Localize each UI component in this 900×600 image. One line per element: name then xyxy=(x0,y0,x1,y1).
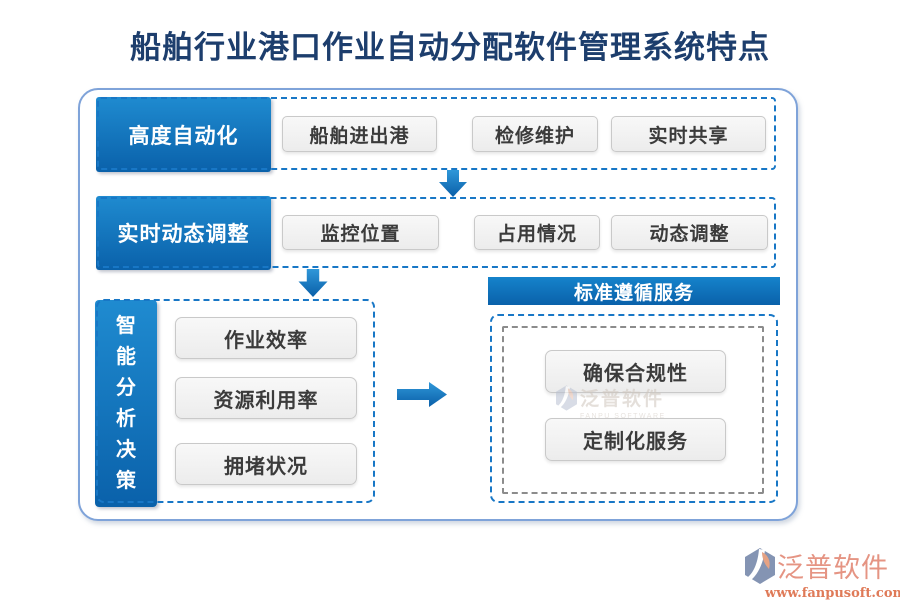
node-ship-in-out-port: 船舶进出港 xyxy=(282,116,437,152)
brand-url: www.fanpusoft.com xyxy=(765,586,900,600)
node-maintenance: 检修维护 xyxy=(472,116,598,152)
page-title: 船舶行业港口作业自动分配软件管理系统特点 xyxy=(130,30,770,66)
arrow-right-icon xyxy=(397,382,447,407)
fanpu-logo-icon xyxy=(745,547,775,584)
service-header-bar: 标准遵循服务 xyxy=(488,277,780,305)
node-congestion-status: 拥堵状况 xyxy=(175,443,357,485)
node-occupancy-status: 占用情况 xyxy=(474,215,600,250)
node-realtime-share: 实时共享 xyxy=(611,116,766,152)
analysis-label-box: 智能分析决策 xyxy=(95,300,157,507)
node-operation-efficiency: 作业效率 xyxy=(175,317,357,359)
row1-label-box: 高度自动化 xyxy=(96,97,271,172)
arrow-down-icon xyxy=(439,170,467,197)
arrow-down-icon xyxy=(298,269,328,297)
row2-label-box: 实时动态调整 xyxy=(96,196,271,270)
node-dynamic-adjust: 动态调整 xyxy=(611,215,768,250)
node-monitor-position: 监控位置 xyxy=(282,215,439,250)
node-customized-service: 定制化服务 xyxy=(545,418,726,461)
brand-block: 泛普软件 www.fanpusoft.com xyxy=(745,546,900,600)
brand-name: 泛普软件 xyxy=(777,553,889,584)
node-resource-utilization: 资源利用率 xyxy=(175,377,357,419)
analysis-label: 智能分析决策 xyxy=(116,314,136,492)
node-ensure-compliance: 确保合规性 xyxy=(545,350,726,393)
